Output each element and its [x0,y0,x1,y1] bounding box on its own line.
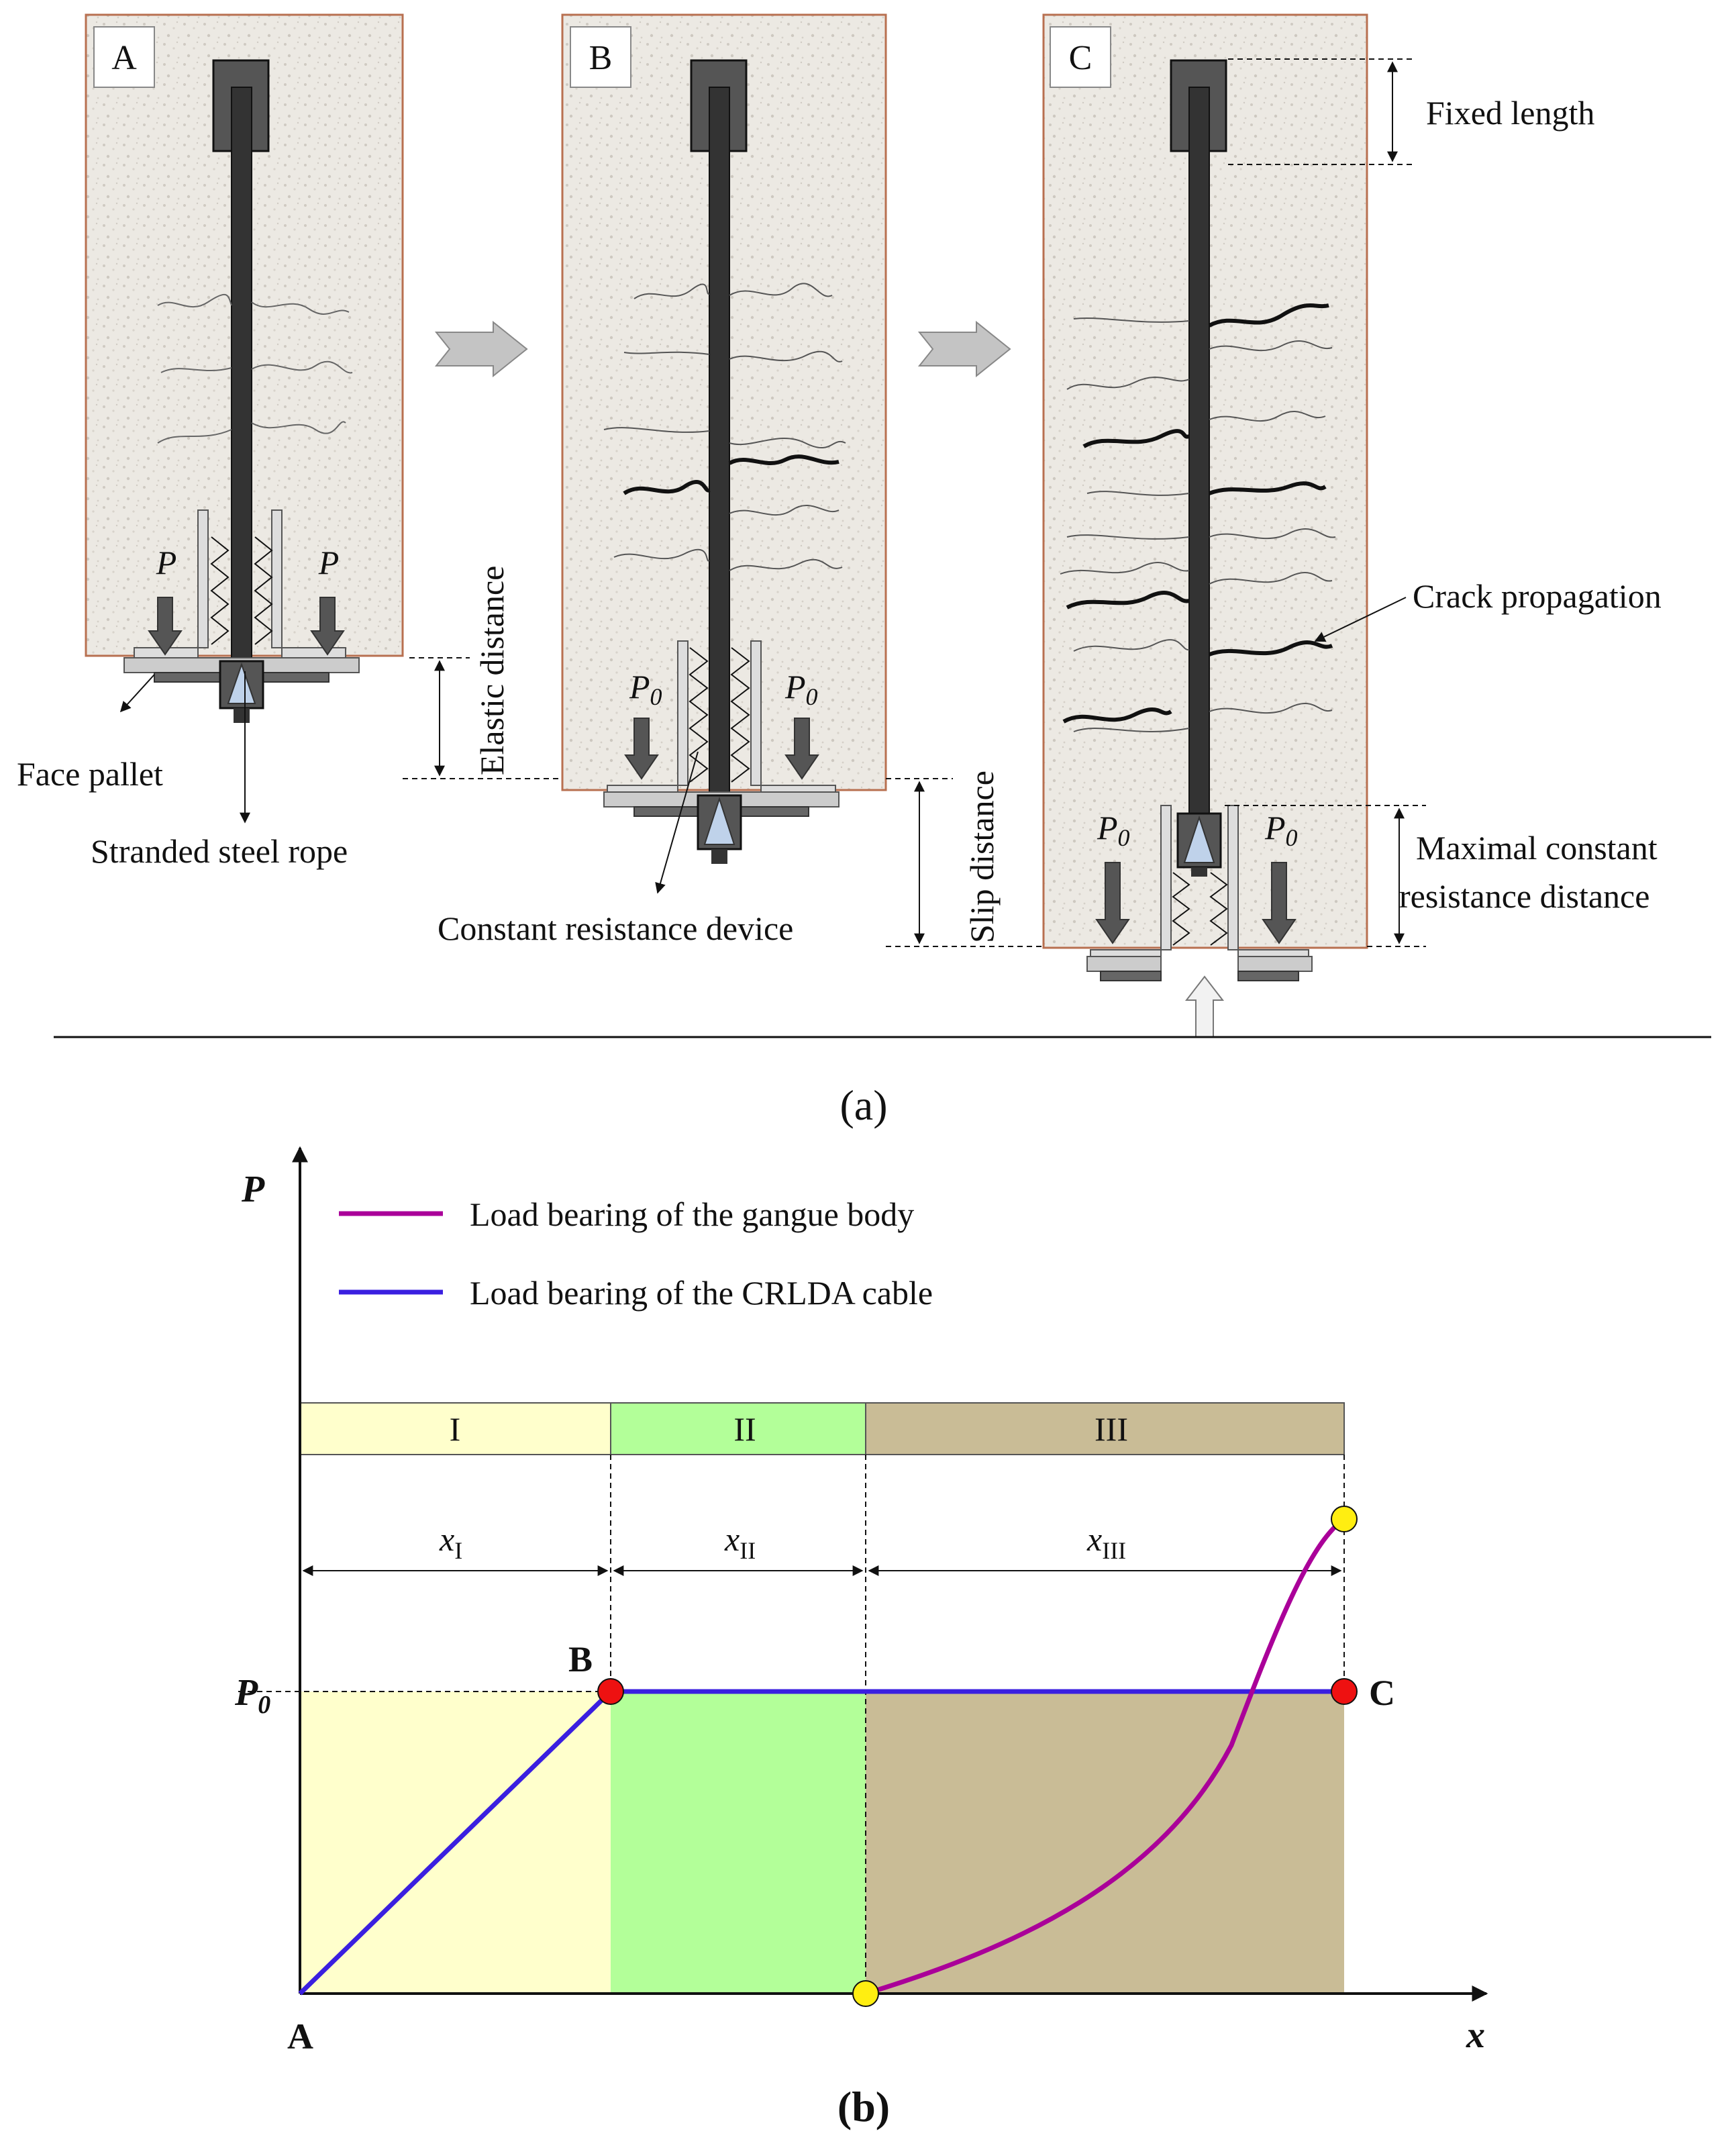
max-constant-label-1: Maximal constant [1416,829,1658,867]
band-fill-iii [866,1692,1344,1994]
slip-distance-label: Slip distance [963,771,1001,943]
cable-b [709,87,730,813]
stage-b: B [438,13,887,947]
lock-wedge-c [1183,815,1215,863]
load-arrows-c [1095,862,1297,944]
load-label-left-a: P [156,544,177,581]
panel-a: A [17,13,1711,1129]
y-axis-label: P [241,1169,265,1210]
bearing-plate-c-right [1237,971,1299,981]
max-constant-label-2: resistance distance [1399,877,1649,915]
cracks-b [603,283,846,571]
nut-a [234,708,250,723]
stage-a: A [17,13,404,870]
range-label-ii: xII [724,1520,756,1564]
thick-cracks-c [1062,303,1333,724]
stage-bands: I II III [299,1402,1345,1994]
band-header-i [299,1402,611,1455]
p0-tick-label: P0 [234,1672,270,1719]
range-label-i: xI [439,1520,462,1564]
lock-wedge-b [703,796,735,845]
load-label-right-b: P0 [784,668,818,710]
flow-arrow-1 [434,320,528,378]
steel-rope-label: Stranded steel rope [91,832,348,870]
point-c [1331,1678,1358,1705]
flow-arrow-2 [917,320,1011,378]
stage-label-a: A [111,39,137,77]
band-label-i: I [450,1410,461,1448]
caption-b: (b) [837,2083,890,2130]
cracks-a [157,293,353,444]
point-label-c: C [1369,1673,1395,1713]
point-label-b: B [568,1639,593,1679]
constant-resistance-device-a [134,509,346,658]
band-header-iii [865,1402,1345,1455]
band-label-ii: II [733,1410,756,1448]
face-pallet-label: Face pallet [17,755,163,793]
load-label-left-b: P0 [629,668,662,710]
stage-label-box-b [570,26,631,88]
point-gangue-start [852,1980,879,2007]
band-label-iii: III [1095,1410,1128,1448]
face-pallet-c-right [1237,956,1313,972]
crack-propagation-label: Crack propagation [1413,577,1662,615]
face-pallet-leader [119,674,155,713]
load-label-right-c: P0 [1264,809,1298,851]
nut-c [1191,867,1207,877]
thick-cracks-b [623,454,840,495]
legend-label-cable: Load bearing of the CRLDA cable [470,1274,933,1312]
caption-a: (a) [840,1081,887,1129]
gangue-load-curve [864,1517,1346,1996]
point-label-a: A [287,2016,313,2057]
band-header-ii [610,1402,866,1455]
crd-leader [655,751,699,894]
nut-b [711,849,727,864]
x-axis-label: x [1466,2014,1485,2056]
upward-arrow-c [1184,975,1225,1038]
legend-label-gangue: Load bearing of the gangue body [470,1195,914,1233]
max-constant-dim: Maximal constant resistance distance [1225,805,1658,947]
cracks-c [1060,317,1336,732]
point-b [597,1678,624,1705]
crd-label: Constant resistance device [438,910,793,947]
stage-label-c: C [1069,39,1092,77]
stage-label-b: B [589,39,613,77]
band-fill-ii [611,1692,866,1994]
dashed-guides [238,1455,1345,1994]
load-arrows-a [148,597,345,656]
cable-a [231,87,252,658]
lock-wedge-a [227,662,256,704]
fixed-length-label: Fixed length [1426,94,1594,132]
point-gangue-end [1331,1506,1358,1532]
slip-distance-dim: Slip distance [886,771,1044,947]
bearing-plate-c [1100,971,1162,981]
fixed-length-dim: Fixed length [1228,58,1594,165]
load-arrows-b [624,718,819,780]
elastic-distance-dim: Elastic distance [403,566,562,779]
crack-propagation-leader [1314,597,1407,642]
stage-c: C [1042,13,1368,1038]
stage-label-box-c [1050,26,1111,88]
panel-b: I II III xI xII xIII P x P0 A B [234,1146,1488,2130]
elastic-distance-label: Elastic distance [473,566,511,775]
legend: Load bearing of the gangue body Load bea… [339,1195,933,1312]
face-pallet-c [1086,956,1162,972]
load-label-left-c: P0 [1097,809,1130,851]
range-label-iii: xIII [1086,1520,1126,1564]
load-label-right-a: P [318,544,340,581]
stage-label-box-a [93,26,155,88]
cable-c [1188,87,1210,826]
